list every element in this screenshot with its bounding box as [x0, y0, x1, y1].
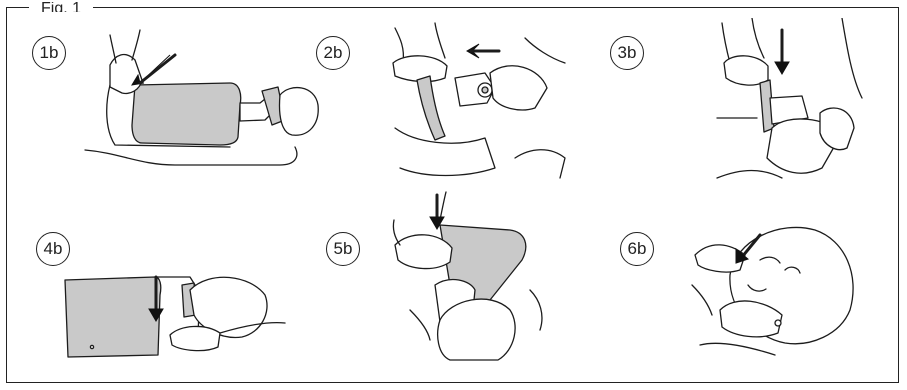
illustration-3b [712, 18, 872, 188]
step-label-3b: 3b [610, 36, 644, 70]
illustration-1b [80, 25, 320, 175]
illustration-6b [690, 215, 870, 365]
manikin-head [280, 88, 319, 136]
left-hand [393, 56, 447, 82]
illustration-5b [380, 190, 570, 380]
hand [170, 326, 220, 350]
figure-title: Fig. 1 [29, 2, 93, 12]
step-label-6b: 6b [620, 232, 654, 266]
upper-hand [724, 56, 768, 85]
illustration-2b [375, 18, 580, 183]
hand [110, 55, 142, 94]
step-label-1b: 1b [32, 36, 66, 70]
illustration-4b [60, 215, 330, 365]
step-label-2b: 2b [316, 36, 350, 70]
right-hand [490, 66, 547, 110]
torso-skin [65, 277, 161, 357]
hand [395, 235, 452, 269]
airway-tube [417, 76, 445, 140]
step-label-5b: 5b [326, 232, 360, 266]
chest-skin [132, 83, 241, 145]
